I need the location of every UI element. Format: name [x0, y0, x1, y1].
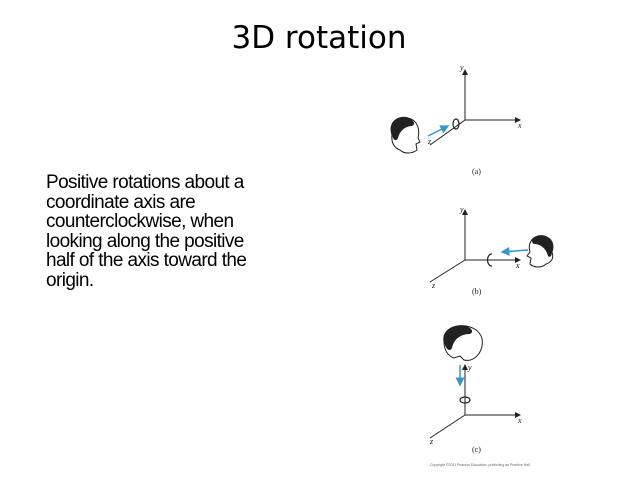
x-label: x	[515, 261, 520, 270]
z-label: z	[431, 281, 436, 290]
rotation-loop-icon	[452, 118, 460, 130]
view-arrow	[427, 125, 450, 137]
caption-b: (b)	[472, 287, 482, 296]
y-label: y	[467, 363, 472, 372]
x-label: x	[517, 121, 522, 130]
rotation-loop-icon	[486, 253, 493, 267]
y-label: y	[459, 205, 464, 214]
rotation-loop-icon	[459, 396, 471, 404]
z-label: z	[427, 137, 432, 146]
view-arrow	[500, 246, 529, 256]
head-icon	[443, 325, 483, 361]
head-icon	[526, 235, 554, 268]
panel-c: y x z (c)	[429, 325, 522, 454]
slide-title: 3D rotation	[231, 20, 407, 56]
head-icon	[390, 116, 421, 154]
z-axis	[429, 414, 466, 439]
panel-b: y x z (b)	[429, 205, 554, 296]
panel-a: y x z (a)	[390, 63, 522, 176]
y-label: y	[459, 63, 464, 72]
copyright-text: Copyright ©2011 Pearson Education, publi…	[430, 463, 530, 467]
caption-a: (a)	[472, 167, 481, 176]
rotation-figure: y x z (a) y x z (b)	[380, 60, 560, 480]
z-label: z	[429, 437, 434, 446]
x-label: x	[517, 416, 522, 425]
caption-c: (c)	[472, 445, 481, 454]
bullet-text: Positive rotations about a coordinate ax…	[46, 172, 247, 291]
z-axis	[429, 259, 466, 283]
